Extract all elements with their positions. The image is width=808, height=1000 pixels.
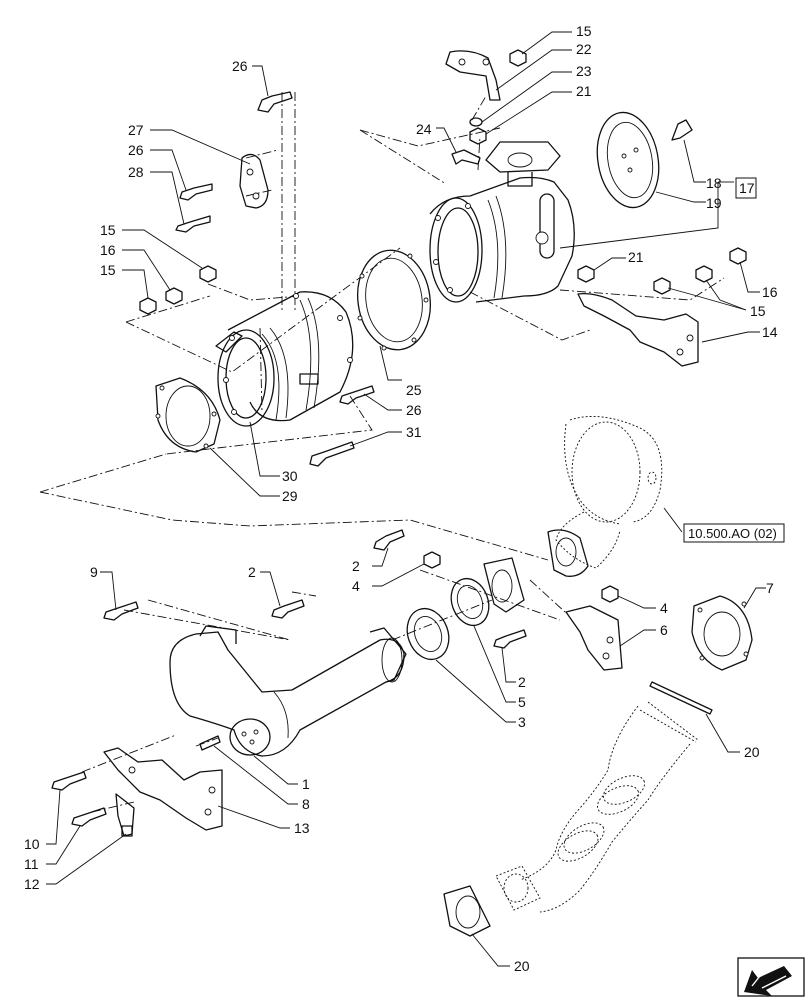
callout-25: 25 xyxy=(406,382,422,398)
callout-26-top: 26 xyxy=(232,58,248,74)
callout-26-left: 26 xyxy=(128,142,144,158)
callout-10: 10 xyxy=(24,836,40,852)
callout-15-left-b: 15 xyxy=(100,262,116,278)
callout-17-box xyxy=(735,177,757,199)
callout-1: 1 xyxy=(302,776,310,792)
callout-15-right: 15 xyxy=(750,303,766,319)
callout-15-top: 15 xyxy=(576,23,592,39)
callout-21-right: 21 xyxy=(628,249,644,265)
callout-19: 19 xyxy=(706,195,722,211)
callout-13: 13 xyxy=(294,820,310,836)
end-cover-disc xyxy=(596,111,660,209)
gasket-7 xyxy=(691,595,753,671)
callout-20-lower: 20 xyxy=(514,958,530,974)
callout-6: 6 xyxy=(660,622,668,638)
arrow-back-icon[interactable] xyxy=(737,957,805,997)
callout-2-mid: 2 xyxy=(248,564,256,580)
support-bracket-14 xyxy=(577,292,699,367)
flange-gaskets xyxy=(406,529,589,661)
callout-16-right: 16 xyxy=(762,284,778,300)
callout-5: 5 xyxy=(518,694,526,710)
callout-3: 3 xyxy=(518,714,526,730)
dpf-canister xyxy=(215,291,354,427)
clamp-strip-20 xyxy=(649,681,713,715)
gasket-29 xyxy=(155,377,221,453)
callout-30: 30 xyxy=(282,468,298,484)
fasteners xyxy=(51,49,747,827)
callout-21-top: 21 xyxy=(576,83,592,99)
leader-lines xyxy=(46,31,766,967)
bracket-13 xyxy=(103,747,223,831)
flexible-exhaust-pipe xyxy=(495,701,699,913)
callout-4-upper: 4 xyxy=(352,578,360,594)
bracket-27 xyxy=(239,153,269,209)
catalyst-canister xyxy=(429,141,575,303)
callout-7: 7 xyxy=(766,580,774,596)
reference-link[interactable]: 10.500.AO (02) xyxy=(683,523,785,543)
callout-14: 14 xyxy=(762,324,778,340)
callout-20-upper: 20 xyxy=(744,744,760,760)
callout-2-right: 2 xyxy=(518,674,526,690)
callout-23: 23 xyxy=(576,63,592,79)
callout-22: 22 xyxy=(576,41,592,57)
top-bracket xyxy=(445,50,501,101)
gasket-20 xyxy=(443,885,491,937)
clip-12 xyxy=(115,793,135,837)
callout-labels: 26 27 26 28 15 16 15 25 26 31 30 29 15 2… xyxy=(24,23,778,974)
gasket-25 xyxy=(357,249,431,351)
callout-11: 11 xyxy=(24,856,39,872)
callout-15-left-a: 15 xyxy=(100,222,116,238)
callout-8: 8 xyxy=(302,796,310,812)
exhaust-pipe-1 xyxy=(169,625,407,757)
callout-24: 24 xyxy=(416,121,432,137)
assembly-lines xyxy=(39,92,725,813)
callout-27: 27 xyxy=(128,122,144,138)
callout-16-left: 16 xyxy=(100,242,116,258)
callout-29: 29 xyxy=(282,488,298,504)
callout-26-right: 26 xyxy=(406,402,422,418)
bracket-6 xyxy=(565,605,623,671)
reference-label: 10.500.AO (02) xyxy=(688,526,777,541)
callout-2-upper: 2 xyxy=(352,558,360,574)
callout-31: 31 xyxy=(406,424,422,440)
callout-9: 9 xyxy=(90,564,98,580)
callout-17: 17 xyxy=(739,180,755,196)
turbo-elbow-reference xyxy=(555,415,663,569)
callout-12: 12 xyxy=(24,876,40,892)
callout-18: 18 xyxy=(706,175,722,191)
callout-4-right: 4 xyxy=(660,600,668,616)
callout-28: 28 xyxy=(128,164,144,180)
